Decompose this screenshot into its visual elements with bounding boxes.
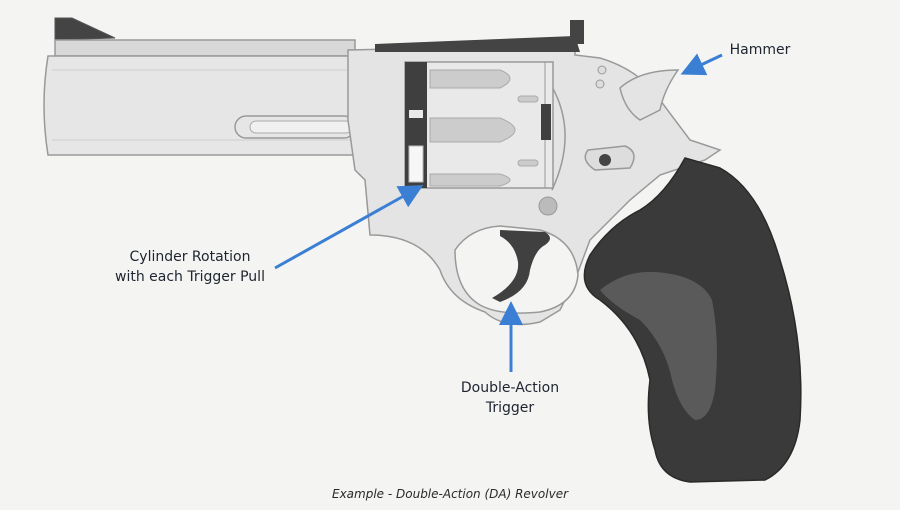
trigger-label-line2: Trigger	[485, 400, 535, 416]
grip-panel	[600, 271, 717, 420]
cylinder-arrow	[274, 185, 424, 270]
hammer-label-text: Hammer	[729, 42, 791, 58]
trigger-guard	[454, 225, 579, 314]
hammer	[619, 69, 680, 121]
cylinder-label-line1: Cylinder Rotation	[129, 249, 251, 265]
frame-screw	[538, 196, 558, 216]
recoil-shield	[547, 79, 566, 191]
cylinder-label-line2: with each Trigger Pull	[115, 269, 265, 285]
cylinder-flute	[429, 173, 511, 187]
trigger-label-line1: Double-Action	[460, 380, 560, 396]
cylinder-flute	[429, 69, 511, 89]
rear-sight	[375, 36, 580, 52]
figure-caption: Example - Double-Action (DA) Revolver	[331, 487, 569, 501]
cylinder-flute	[429, 117, 516, 143]
cylinder-label: Cylinder Rotation with each Trigger Pull	[90, 247, 290, 287]
trigger	[492, 230, 550, 302]
barrel-rib	[54, 39, 356, 57]
front-sight	[54, 17, 116, 41]
hammer-arrow	[680, 53, 723, 76]
hammer-label: Hammer	[720, 40, 800, 60]
trigger-label: Double-Action Trigger	[440, 378, 580, 418]
